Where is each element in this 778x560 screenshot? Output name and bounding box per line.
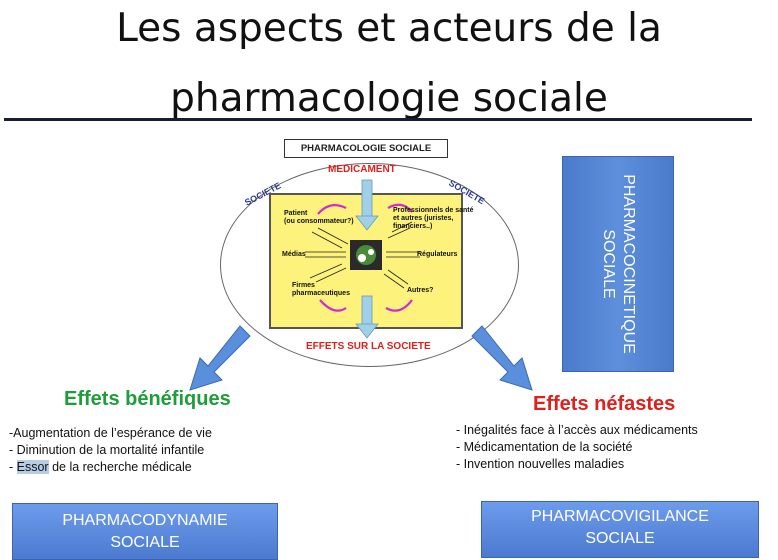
medicament-label: MEDICAMENT xyxy=(328,164,396,175)
harm-item-2: - Médicamentation de la société xyxy=(456,440,633,454)
actor-professionals: Professionnels de santé et autres (juris… xyxy=(393,207,474,230)
actor-others: Autres? xyxy=(407,287,434,294)
pharmacokinetics-text: PHARMACOCINETIQUE SOCIALE xyxy=(600,174,637,354)
harmful-arrow xyxy=(471,325,533,391)
actor-regulators: Régulateurs xyxy=(417,251,458,258)
benefits-heading: Effets bénéfiques xyxy=(64,388,231,410)
diagram-header: PHARMACOLOGIE SOCIALE xyxy=(284,139,448,158)
actor-firms: Firmes pharmaceutiques xyxy=(292,282,350,297)
actor-patient: Patient (ou consommateur?) xyxy=(284,210,354,225)
harm-item-1: - Inégalités face à l’accès aux médicame… xyxy=(456,423,698,437)
pharmacokinetics-box: PHARMACOCINETIQUE SOCIALE xyxy=(562,156,674,372)
effects-label: EFFETS SUR LA SOCIETE xyxy=(306,341,431,352)
title-line-2: pharmacologie sociale xyxy=(170,76,608,121)
benefit-item-1: -Augmentation de l’espérance de vie xyxy=(9,426,212,440)
harms-heading: Effets néfastes xyxy=(533,393,676,415)
title-line-1: Les aspects et acteurs de la xyxy=(116,6,662,51)
harms-list: - Inégalités face à l’accès aux médicame… xyxy=(456,422,698,473)
benefit-item-3: - Essor de la recherche médicale xyxy=(9,460,192,474)
society-ellipse xyxy=(220,163,519,367)
pharmacodynamics-box: PHARMACODYNAMIE SOCIALE xyxy=(12,503,278,560)
actor-medias: Médias xyxy=(282,251,306,258)
harm-item-3: - Invention nouvelles maladies xyxy=(456,457,625,471)
beneficial-arrow xyxy=(189,325,251,391)
highlighted-word: Essor xyxy=(16,460,49,474)
slide-title: Les aspects et acteurs de la pharmacolog… xyxy=(0,4,778,124)
title-rule xyxy=(4,118,752,121)
benefit-item-2: - Diminution de la mortalité infantile xyxy=(9,443,205,457)
benefits-list: -Augmentation de l’espérance de vie - Di… xyxy=(9,425,212,476)
pharmacovigilance-box: PHARMACOVIGILANCE SOCIALE xyxy=(481,501,759,558)
